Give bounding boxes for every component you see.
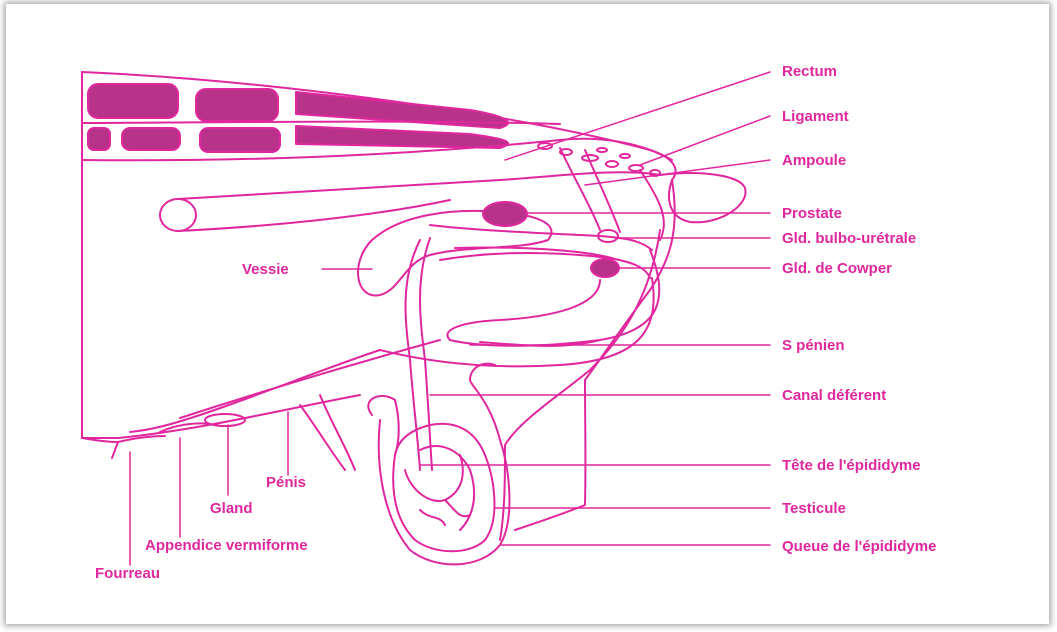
vertebra-block bbox=[122, 128, 180, 150]
label-testicule: Testicule bbox=[782, 500, 846, 517]
body-wall bbox=[500, 180, 675, 540]
label-tete: Tête de l'épididyme bbox=[782, 457, 921, 474]
label-bulbo: Gld. bulbo-urétrale bbox=[782, 230, 916, 247]
label-rectum: Rectum bbox=[782, 63, 837, 80]
label-gland: Gland bbox=[210, 500, 253, 517]
prostate bbox=[483, 202, 527, 226]
label-s-penien: S pénien bbox=[782, 337, 845, 354]
scrotum bbox=[368, 364, 509, 565]
label-appendice: Appendice vermiforme bbox=[145, 537, 308, 554]
label-penis: Pénis bbox=[266, 474, 306, 491]
penis-sigmoid bbox=[130, 250, 659, 432]
label-prostate: Prostate bbox=[782, 205, 842, 222]
label-ampoule: Ampoule bbox=[782, 152, 846, 169]
label-cowper: Gld. de Cowper bbox=[782, 260, 892, 277]
vertebrae bbox=[82, 84, 672, 160]
label-queue: Queue de l'épididyme bbox=[782, 538, 936, 555]
vertebra-block bbox=[196, 89, 278, 121]
vertebra-block bbox=[88, 128, 110, 150]
label-canal: Canal déférent bbox=[782, 387, 886, 404]
label-fourreau: Fourreau bbox=[95, 565, 160, 582]
label-vessie: Vessie bbox=[242, 261, 289, 278]
vertebra-block bbox=[88, 84, 178, 118]
vertebra-block bbox=[200, 128, 280, 152]
vertebra-block bbox=[296, 126, 508, 148]
vas-deferens bbox=[406, 238, 432, 470]
leader-ligament bbox=[640, 116, 770, 165]
label-ligament: Ligament bbox=[782, 108, 849, 125]
